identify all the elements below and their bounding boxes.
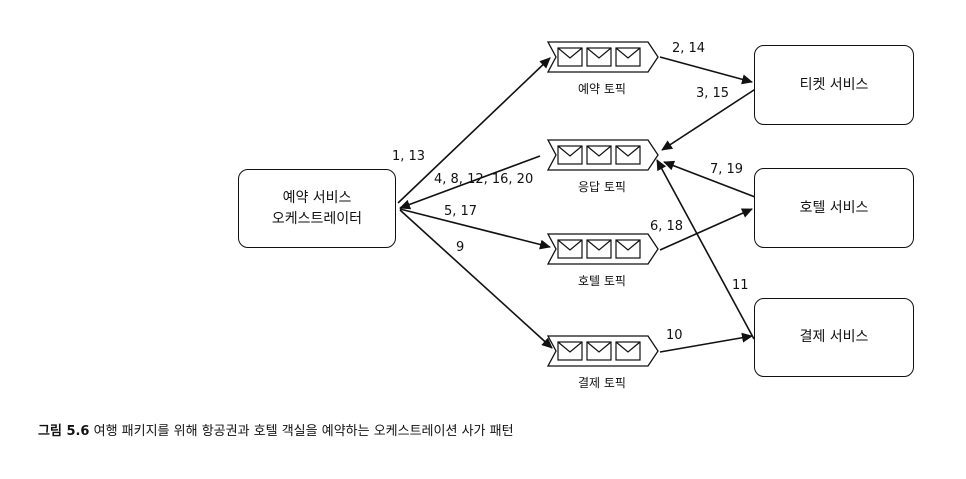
topic-hotel-shape xyxy=(546,233,659,265)
arrow-ticket-to-response xyxy=(661,87,758,151)
topic-response-label: 응답 토픽 xyxy=(578,180,626,194)
orchestrator-label-line2: 오케스트레이터 xyxy=(271,210,363,227)
arrow-reservation-to-ticket xyxy=(659,56,753,85)
figure-caption-text: 여행 패키지를 위해 항공권과 호텔 객실을 예약하는 오케스트레이션 사가 패… xyxy=(93,424,514,439)
edge-label-orch-to-reservation: 1, 13 xyxy=(392,149,426,164)
arrow-orch-to-hotel-topic xyxy=(399,208,551,250)
topic-reservation-shape xyxy=(546,41,659,73)
figure-caption: 그림 5.6 여행 패키지를 위해 항공권과 호텔 객실을 예약하는 오케스트레… xyxy=(38,420,514,439)
payment-service-node: 결제 서비스 xyxy=(754,298,914,377)
edge-label-hotel-to-response: 7, 19 xyxy=(710,162,744,177)
figure-caption-label: 그림 5.6 xyxy=(38,424,90,439)
edge-label-reservation-to-ticket: 2, 14 xyxy=(672,41,706,56)
orchestrator-label-line1: 예약 서비스 xyxy=(282,189,352,206)
arrow-payment-to-response xyxy=(656,159,755,340)
arrow-payment-topic-to-payment xyxy=(659,332,753,353)
hotel-service-node: 호텔 서비스 xyxy=(754,168,914,248)
edge-label-hotel-topic-to-hotel: 6, 18 xyxy=(650,219,684,234)
topic-hotel-label: 호텔 토픽 xyxy=(578,274,626,288)
topic-response-shape xyxy=(546,139,659,171)
topic-payment-shape xyxy=(546,335,659,367)
edge-label-payment-topic-to-payment: 10 xyxy=(666,328,683,343)
edge-label-orch-to-hotel-topic: 5, 17 xyxy=(444,204,478,219)
arrow-hotel-topic-to-hotel xyxy=(659,208,753,251)
orchestrator-node: 예약 서비스 오케스트레이터 xyxy=(238,169,396,248)
edge-label-ticket-to-response: 3, 15 xyxy=(696,86,730,101)
ticket-service-label: 티켓 서비스 xyxy=(799,76,869,93)
edge-label-orch-to-payment-topic: 9 xyxy=(456,240,465,255)
topic-payment-label: 결제 토픽 xyxy=(578,376,626,390)
payment-service-label: 결제 서비스 xyxy=(799,329,869,345)
arrow-response-to-orch xyxy=(399,155,541,210)
hotel-service-label: 호텔 서비스 xyxy=(799,199,869,216)
edge-label-payment-to-response: 11 xyxy=(732,278,749,293)
arrow-orch-to-payment-topic xyxy=(399,209,553,349)
arrow-hotel-to-response xyxy=(663,160,756,198)
topic-reservation-label: 예약 토픽 xyxy=(578,82,626,96)
arrow-orch-to-reservation xyxy=(397,57,551,204)
edge-label-response-to-orch: 4, 8, 12, 16, 20 xyxy=(434,172,534,187)
ticket-service-node: 티켓 서비스 xyxy=(754,45,914,125)
